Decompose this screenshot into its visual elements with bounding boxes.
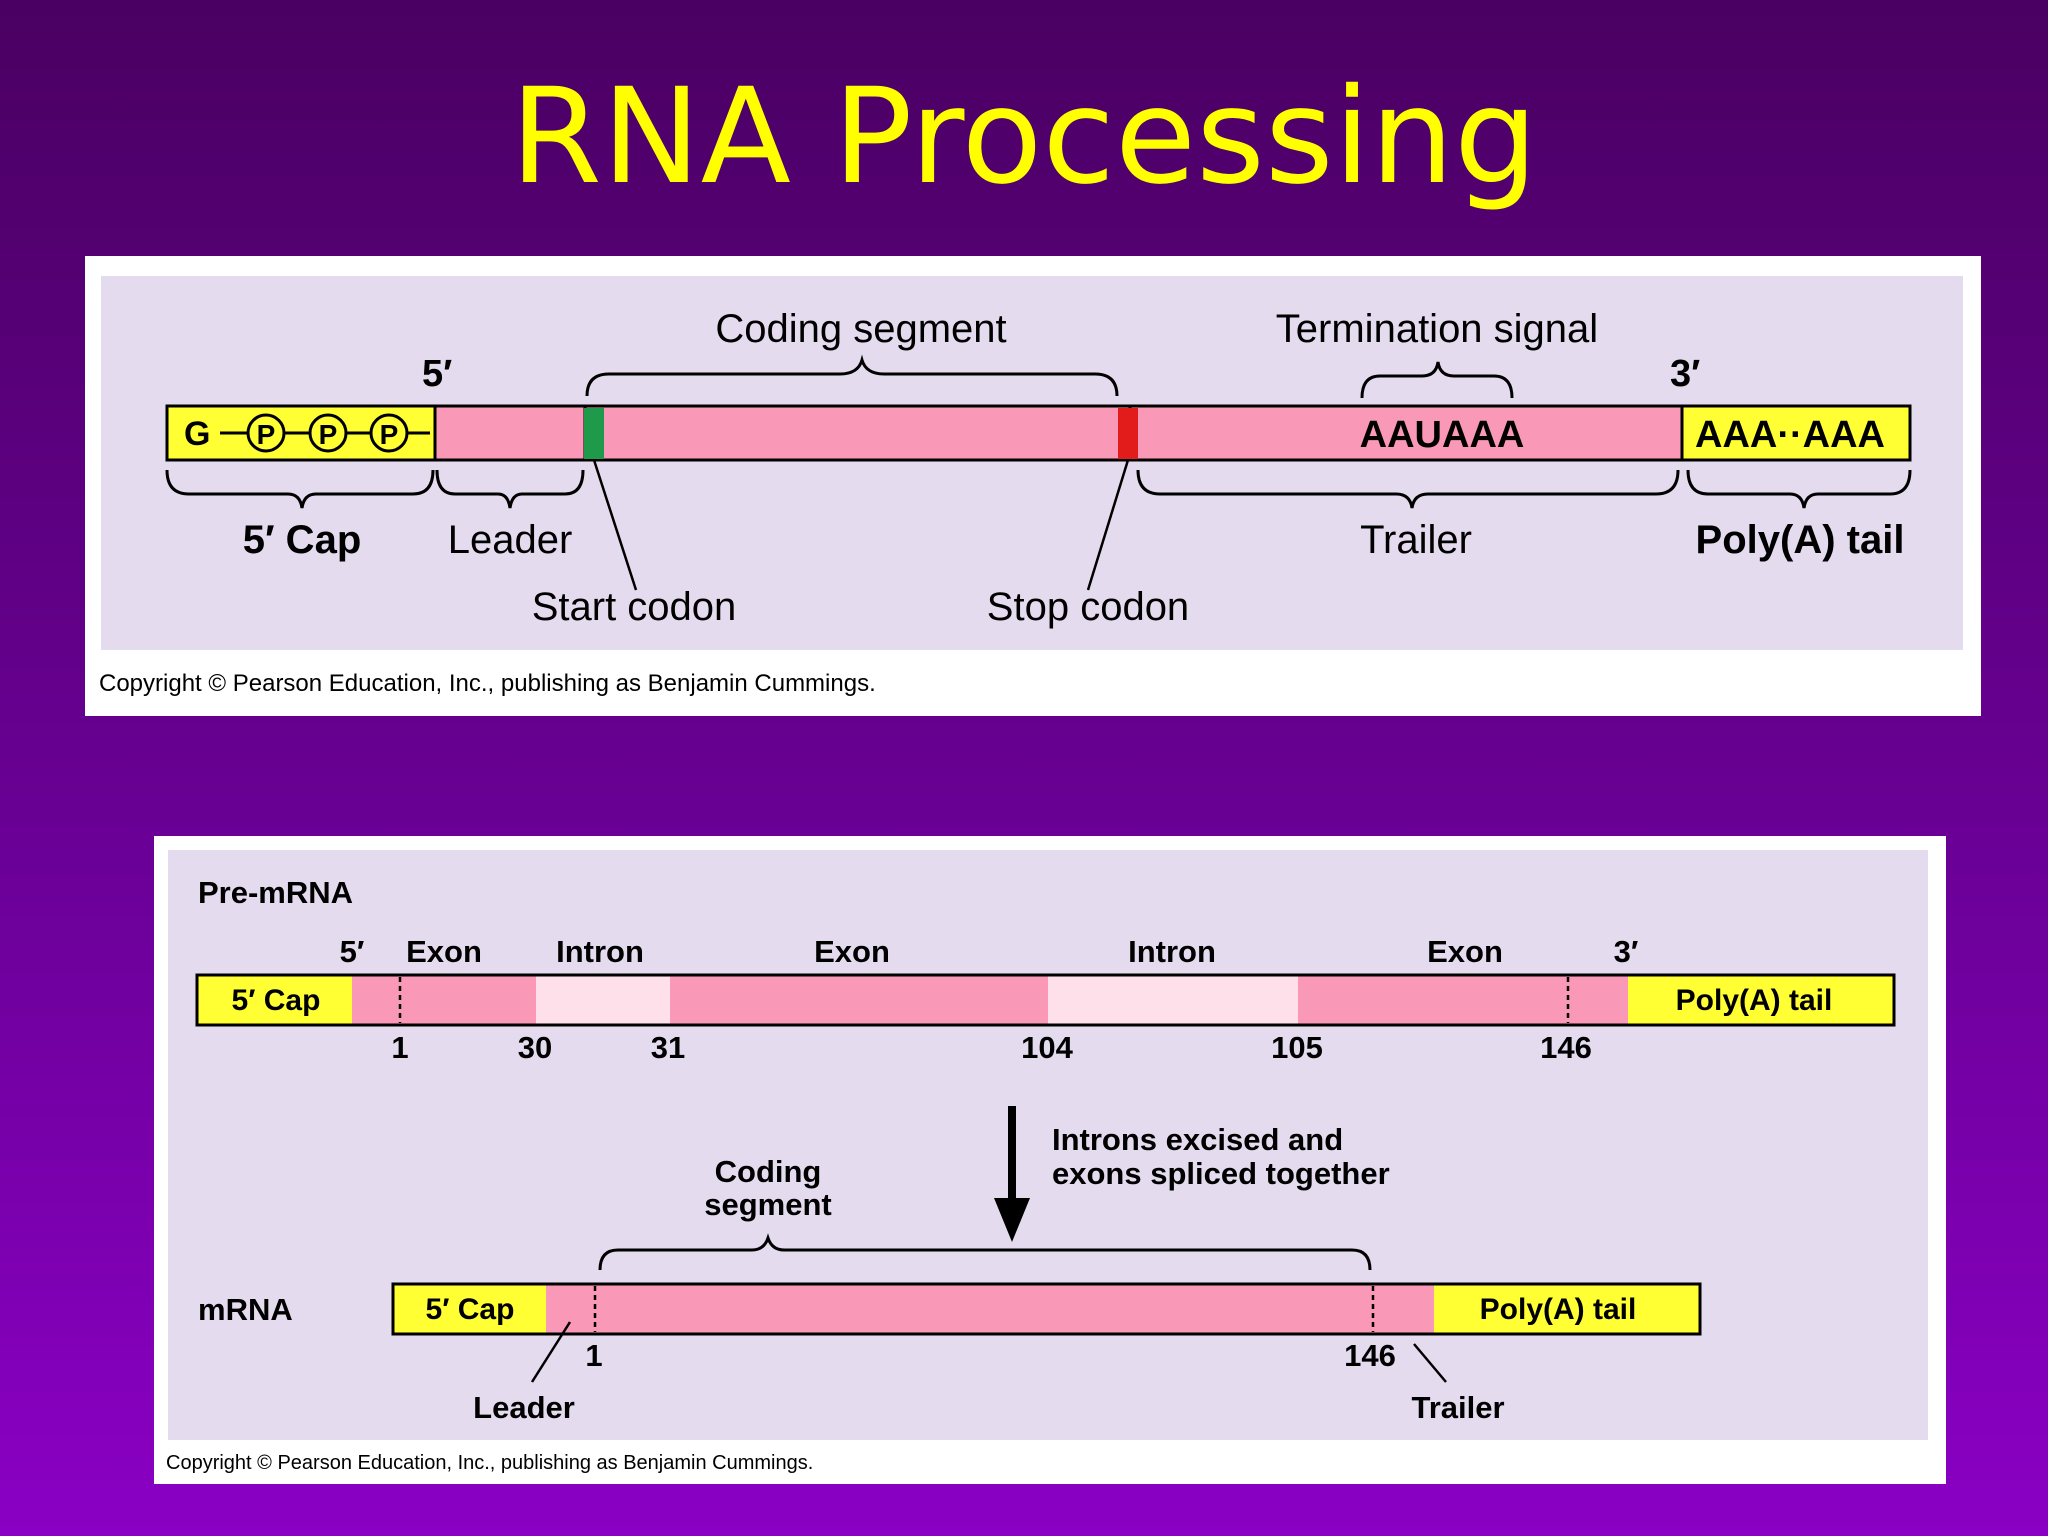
mrna-leader-label: Leader	[473, 1390, 575, 1425]
pre-mrna-label: Pre-mRNA	[198, 875, 353, 910]
five-prime-end-label: 5′	[422, 353, 452, 395]
stop-codon-pointer	[1086, 459, 1130, 591]
splicing-text-line-1: Introns excised and	[1052, 1122, 1343, 1157]
mrna-trailer-label: Trailer	[1411, 1390, 1504, 1425]
mrna-body-segment	[546, 1284, 1434, 1334]
polya-tail-segment	[1680, 404, 1912, 462]
cap-guanine: G	[184, 415, 210, 453]
figure-2-panel: Copyright © Pearson Education, Inc., pub…	[154, 836, 1946, 1484]
intron-2-label: Intron	[1128, 934, 1216, 969]
figure-2-diagram-area	[168, 850, 1928, 1440]
figure-1-diagram-area	[101, 276, 1963, 650]
exon-3-label: Exon	[1427, 934, 1503, 969]
leader-brace	[435, 469, 585, 509]
phosphate-3-icon	[369, 413, 409, 453]
cap-brace	[165, 469, 435, 509]
position-number: 1	[391, 1030, 408, 1065]
mrna-polya-label: Poly(A) tail	[1480, 1293, 1637, 1326]
pre-mrna-exon-3-segment	[1298, 975, 1628, 1025]
phosphate-3-label: P	[380, 419, 399, 450]
pre-mrna-polya-segment	[1628, 975, 1894, 1025]
pre-mrna-polya-label: Poly(A) tail	[1676, 984, 1833, 1017]
mrna-leader-pointer	[530, 1321, 572, 1383]
start-codon-label: Start codon	[532, 585, 737, 629]
position-number: 30	[518, 1030, 552, 1065]
intron-1-label: Intron	[556, 934, 644, 969]
figure-1-copyright: Copyright © Pearson Education, Inc., pub…	[99, 670, 876, 697]
coding-segment-brace	[585, 354, 1119, 397]
position-number: 31	[651, 1030, 685, 1065]
mrna-coding-brace	[598, 1233, 1372, 1271]
pre-mrna-exon-2-segment	[670, 975, 1048, 1025]
position-number: 104	[1021, 1030, 1073, 1065]
coding-segment-label: Coding segment	[715, 307, 1006, 351]
coding-segment-bar	[583, 404, 1132, 462]
exon-2-label: Exon	[814, 934, 890, 969]
mrna-cap-label: 5′ Cap	[426, 1293, 515, 1326]
stop-codon-marker	[1118, 408, 1138, 459]
mrna-end-number: 146	[1344, 1338, 1396, 1373]
pre-mrna-exon-1-segment	[352, 975, 536, 1025]
figure-1-panel: Copyright © Pearson Education, Inc., pub…	[85, 256, 1981, 716]
mrna-label: mRNA	[198, 1292, 293, 1327]
polya-tail-label: Poly(A) tail	[1696, 518, 1905, 562]
phosphate-2-label: P	[319, 419, 338, 450]
start-codon-pointer	[592, 459, 638, 591]
mrna-coding-label-line-2: segment	[704, 1187, 831, 1222]
position-number: 105	[1271, 1030, 1323, 1065]
slide-title: RNA Processing	[510, 60, 1538, 214]
splicing-text-line-2: exons spliced together	[1052, 1156, 1390, 1191]
figure-2-copyright: Copyright © Pearson Education, Inc., pub…	[166, 1452, 814, 1474]
termination-signal-label: Termination signal	[1276, 307, 1598, 351]
mrna-start-number: 1	[585, 1338, 602, 1373]
phosphate-2-icon	[308, 413, 348, 453]
trailer-segment	[1128, 404, 1684, 462]
phosphate-1-label: P	[257, 419, 276, 450]
exon-1-label: Exon	[406, 934, 482, 969]
three-prime-end-label: 3′	[1670, 353, 1700, 395]
mrna-cap-segment	[393, 1284, 546, 1334]
cap-label: 5′ Cap	[243, 518, 362, 562]
trailer-brace	[1136, 469, 1680, 509]
polya-sequence: AAA··AAA	[1695, 414, 1885, 456]
mrna-outline	[391, 1282, 1702, 1336]
phosphate-1-icon	[246, 413, 286, 453]
polya-brace	[1686, 469, 1912, 509]
stop-codon-label: Stop codon	[987, 585, 1189, 629]
termination-signal-brace	[1360, 361, 1514, 399]
aauaaa-sequence: AAUAAA	[1360, 414, 1525, 456]
pre-mrna-cap-segment	[197, 975, 352, 1025]
pre-mrna-five-prime: 5′	[340, 934, 365, 969]
leader-label: Leader	[448, 518, 573, 562]
pre-mrna-intron-1-segment	[536, 975, 670, 1025]
splicing-arrow-head	[994, 1198, 1030, 1242]
mrna-coding-label-line-1: Coding	[715, 1154, 822, 1189]
position-number: 146	[1540, 1030, 1592, 1065]
pre-mrna-three-prime: 3′	[1614, 934, 1639, 969]
start-codon-marker	[584, 408, 604, 459]
trailer-label: Trailer	[1360, 518, 1472, 562]
mrna-trailer-pointer	[1413, 1343, 1447, 1383]
pre-mrna-outline	[195, 973, 1896, 1027]
mrna-polya-segment	[1434, 1284, 1700, 1334]
pre-mrna-intron-2-segment	[1048, 975, 1298, 1025]
pre-mrna-cap-label: 5′ Cap	[232, 984, 321, 1017]
leader-segment	[433, 404, 587, 462]
